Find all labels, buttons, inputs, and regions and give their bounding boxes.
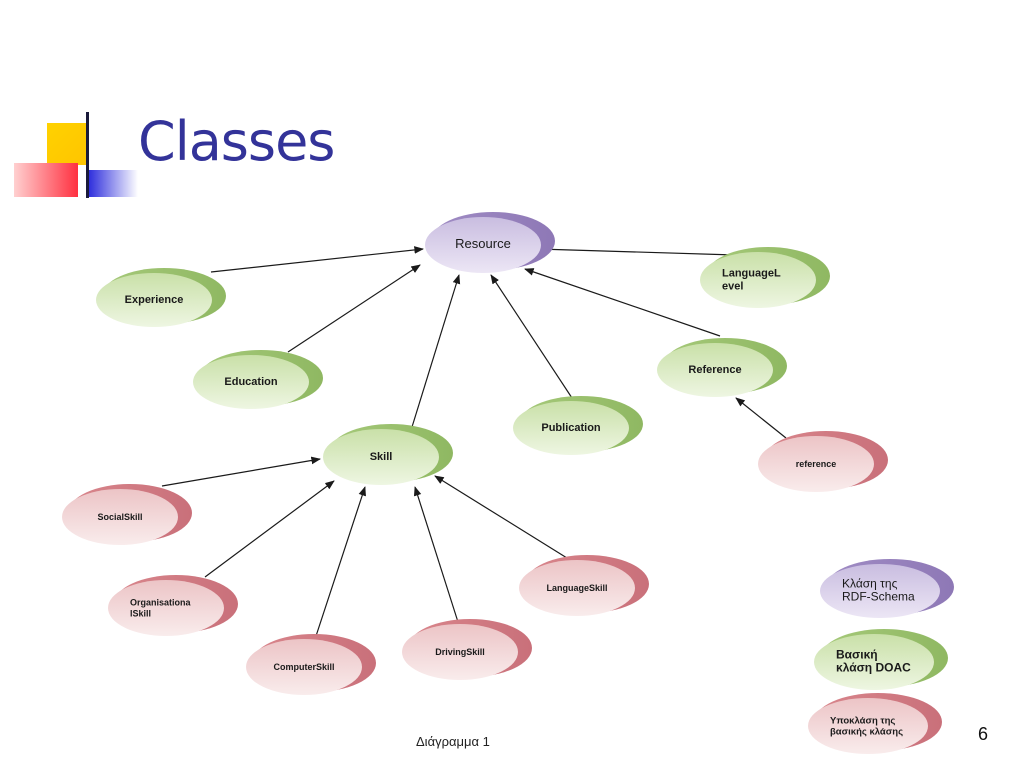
node-languageskill: LanguageSkill <box>519 555 649 616</box>
node-drivingskill-face <box>402 624 518 680</box>
edge-layer <box>161 245 787 637</box>
legend-item-doac-face <box>814 634 934 690</box>
node-languagelevel-face <box>700 252 816 308</box>
node-languagelevel-label-line-0: LanguageL <box>722 268 781 280</box>
node-languageskill-label-line-0: LanguageSkill <box>546 583 607 593</box>
node-publication: Publication <box>513 396 643 455</box>
node-experience-face <box>96 273 212 327</box>
legend-item-doac-label-line-1: κλάση DOAC <box>836 661 911 675</box>
figure-caption: Διάγραμμα 1 <box>416 734 490 749</box>
legend-item-rdf-face <box>820 564 940 618</box>
node-reference: Reference <box>657 338 787 397</box>
node-socialskill: SocialSkill <box>62 484 192 545</box>
node-socialskill-label-line-0: SocialSkill <box>97 512 142 522</box>
node-skill-face <box>323 429 439 485</box>
legend-item-sub-face <box>808 698 928 754</box>
node-computerskill: ComputerSkill <box>246 634 376 695</box>
node-organisationalskill-label-line-0: Organisationa <box>130 598 192 608</box>
legend-item-sub-label-line-0: Υποκλάση της <box>830 716 895 727</box>
node-drivingskill: DrivingSkill <box>402 619 532 680</box>
edge-publication-to-resource <box>490 274 573 399</box>
node-reference-sub-face <box>758 436 874 492</box>
node-education-label-line-0: Education <box>224 376 277 388</box>
legend-item-rdf-label-line-0: Κλάση της <box>842 577 898 591</box>
legend-item-rdf-label-line-1: RDF-Schema <box>842 590 915 604</box>
edge-education-to-resource <box>287 264 421 353</box>
logo-yellow-square <box>47 123 89 165</box>
logo-red-bar <box>14 163 78 197</box>
logo-blue-bar <box>88 170 138 197</box>
edge-socialskill-to-skill <box>161 456 321 487</box>
edge-computerskill-to-skill <box>315 486 366 637</box>
node-experience-label-line-0: Experience <box>125 294 184 306</box>
node-computerskill-label-line-0: ComputerSkill <box>273 662 334 672</box>
node-skill-label-line-0: Skill <box>370 451 393 463</box>
node-organisationalskill-face <box>108 580 224 636</box>
logo-vertical-line <box>86 112 89 198</box>
page-number: 6 <box>978 724 989 744</box>
edge-languageskill-to-skill <box>434 475 568 559</box>
edge-experience-to-resource <box>210 246 424 273</box>
edge-reference-to-resource <box>524 268 721 337</box>
node-reference-label-line-0: Reference <box>688 364 741 376</box>
node-publication-label-line-0: Publication <box>541 422 601 434</box>
edge-drivingskill-to-skill <box>413 486 459 623</box>
node-reference-sub-label-line-0: reference <box>796 459 837 469</box>
node-resource-label-line-0: Resource <box>455 236 511 251</box>
node-drivingskill-label-line-0: DrivingSkill <box>435 647 485 657</box>
node-skill: Skill <box>323 424 453 485</box>
node-socialskill-face <box>62 489 178 545</box>
node-organisationalskill-label-line-1: lSkill <box>130 609 151 619</box>
node-reference-sub: reference <box>758 431 888 492</box>
edge-languagelevel-to-resource <box>537 245 736 256</box>
node-resource: Resource <box>425 212 555 273</box>
node-education-face <box>193 355 309 409</box>
node-publication-face <box>513 401 629 455</box>
legend-item-doac-label-line-0: Βασική <box>836 648 878 662</box>
node-languageskill-face <box>519 560 635 616</box>
node-resource-face <box>425 217 541 273</box>
edge-organisationalskill-to-skill <box>204 480 335 578</box>
node-experience: Experience <box>96 268 226 327</box>
node-computerskill-face <box>246 639 362 695</box>
edge-skill-to-resource <box>411 274 461 428</box>
node-reference-face <box>657 343 773 397</box>
edge-reference-sub-to-reference <box>735 397 787 439</box>
slide-title: Classes <box>138 110 335 173</box>
legend-item-sub-label-line-1: βασικής κλάσης <box>830 727 903 738</box>
node-languagelevel-label-line-1: evel <box>722 281 743 293</box>
node-education: Education <box>193 350 323 409</box>
